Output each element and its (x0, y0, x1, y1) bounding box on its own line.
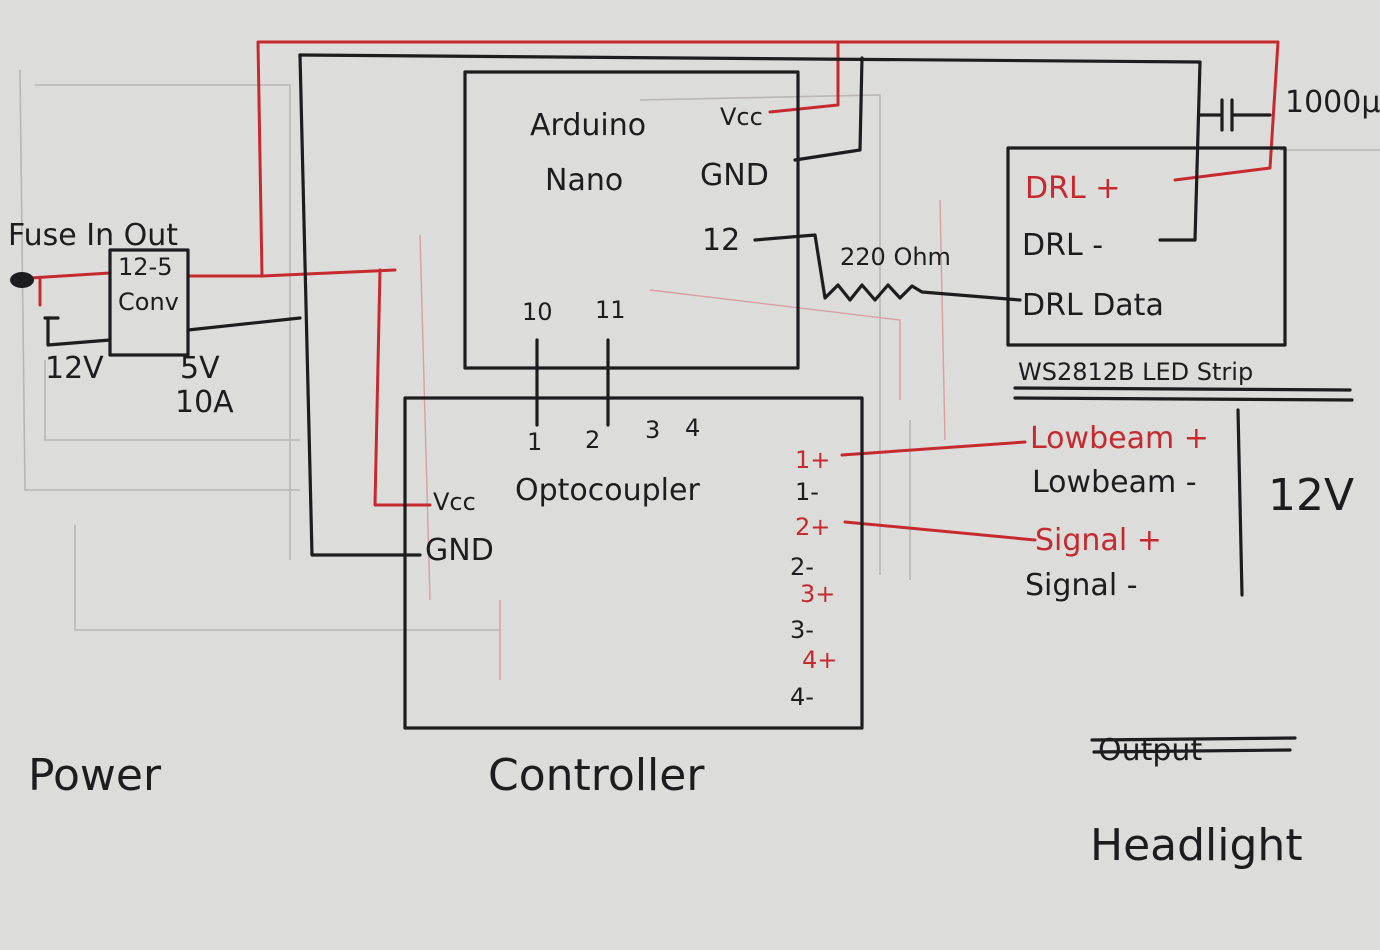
led-strip-title: WS2812B LED Strip (1018, 358, 1253, 386)
headlight-voltage: 12V (1268, 470, 1354, 521)
voltage-bracket (1236, 408, 1244, 597)
opto-input-4: 4 (685, 414, 700, 442)
arduino-pin-12: 12 (702, 223, 740, 258)
fuse-symbol (10, 272, 34, 288)
lowbeam-minus-terminal: Lowbeam - (1032, 465, 1197, 500)
title-underline (1013, 386, 1354, 402)
resistor-label: 220 Ohm (840, 243, 951, 271)
led-strip-box (1006, 146, 1287, 347)
arduino-gnd-pin: GND (700, 158, 769, 193)
drl-minus-terminal: DRL - (1022, 228, 1103, 263)
signal-minus-terminal: Signal - (1025, 568, 1138, 603)
output-current: 10A (175, 385, 234, 420)
opto-vcc-pin: Vcc (433, 488, 476, 516)
opto-output-pin: 2- (790, 553, 814, 581)
opto-input-3: 3 (645, 416, 660, 444)
output-voltage: 5V (180, 351, 220, 386)
capacitor-label: 1000µF (1285, 85, 1380, 120)
opto-output-pin: 4- (790, 683, 814, 711)
opto-output-pins: 1+ 1- 2+ 2- 3+ 3- 4+ 4- (790, 446, 837, 711)
positive-wires (28, 40, 1280, 542)
erased-sketch-traces (19, 69, 1380, 680)
lowbeam-plus-terminal: Lowbeam + (1030, 421, 1209, 456)
strikethrough (1090, 736, 1297, 754)
opto-output-pin: 2+ (795, 513, 830, 541)
arduino-title: Arduino (530, 108, 646, 143)
drl-data-terminal: DRL Data (1022, 288, 1164, 323)
opto-output-pin: 1- (795, 478, 819, 506)
arduino-title-2: Nano (545, 163, 623, 198)
controller-section-label: Controller (488, 750, 705, 801)
headlight-section-label: Headlight (1090, 820, 1303, 871)
ground-wires (10, 53, 1272, 597)
optocoupler-box (403, 396, 864, 730)
fuse-label: Fuse In Out (8, 218, 178, 253)
opto-output-pin: 3+ (800, 580, 835, 608)
converter-box (108, 248, 190, 357)
capacitor-symbol (1198, 98, 1272, 132)
drl-plus-terminal: DRL + (1025, 171, 1120, 206)
converter-label-2: Conv (118, 288, 179, 316)
optocoupler-title: Optocoupler (515, 473, 700, 508)
arduino-vcc-pin: Vcc (720, 103, 763, 131)
arduino-pin-10: 10 (522, 298, 553, 326)
opto-output-pin: 1+ (795, 446, 830, 474)
power-section-label: Power (28, 750, 162, 801)
opto-input-1: 1 (527, 428, 542, 456)
converter-label: 12-5 (118, 253, 172, 281)
input-voltage: 12V (45, 351, 104, 386)
opto-gnd-pin: GND (425, 533, 494, 568)
opto-output-pin: 3- (790, 616, 814, 644)
opto-input-2: 2 (585, 426, 600, 454)
resistor-symbol (753, 233, 1022, 302)
arduino-pin-11: 11 (595, 296, 626, 324)
arduino-box (463, 70, 800, 370)
signal-plus-terminal: Signal + (1035, 523, 1162, 558)
opto-output-pin: 4+ (802, 646, 837, 674)
